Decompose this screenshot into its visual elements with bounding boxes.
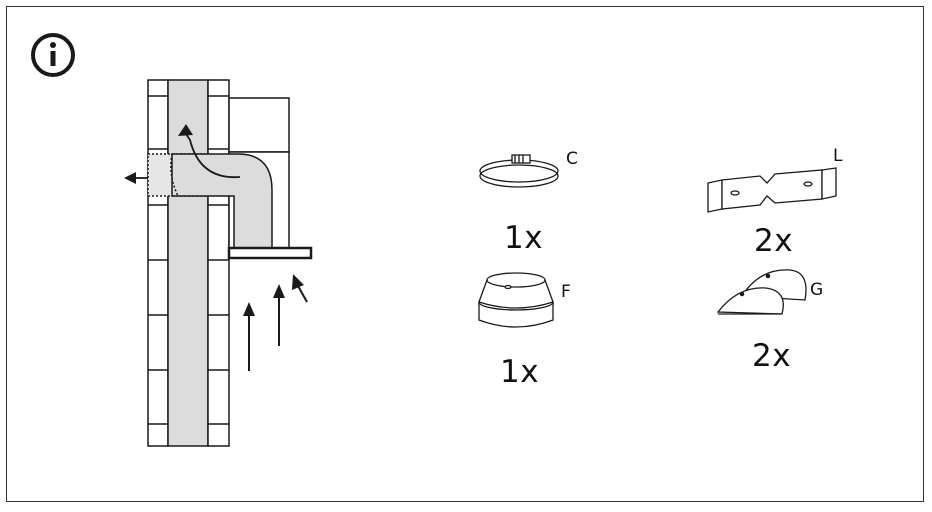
vertical-flue [167,79,209,447]
part-c-letter: C [566,149,578,169]
part-c-quantity: 1x [504,220,544,256]
part-g-letter: G [810,280,824,300]
part-l-letter: L [833,146,843,166]
info-icon [31,33,75,77]
cover-illustration [716,269,807,315]
reducer-illustration [478,272,554,328]
part-g-quantity: 2x [752,338,792,374]
hood-base [227,246,313,260]
part-l-quantity: 2x [754,223,794,259]
left-wall [147,79,169,447]
hose-clamp-illustration [479,154,559,188]
installation-diagram [124,79,313,447]
part-f-letter: F [561,282,571,302]
right-wall [207,79,230,447]
bracket-illustration [707,167,837,213]
part-f-quantity: 1x [500,354,540,390]
diagram-frame [6,6,924,502]
